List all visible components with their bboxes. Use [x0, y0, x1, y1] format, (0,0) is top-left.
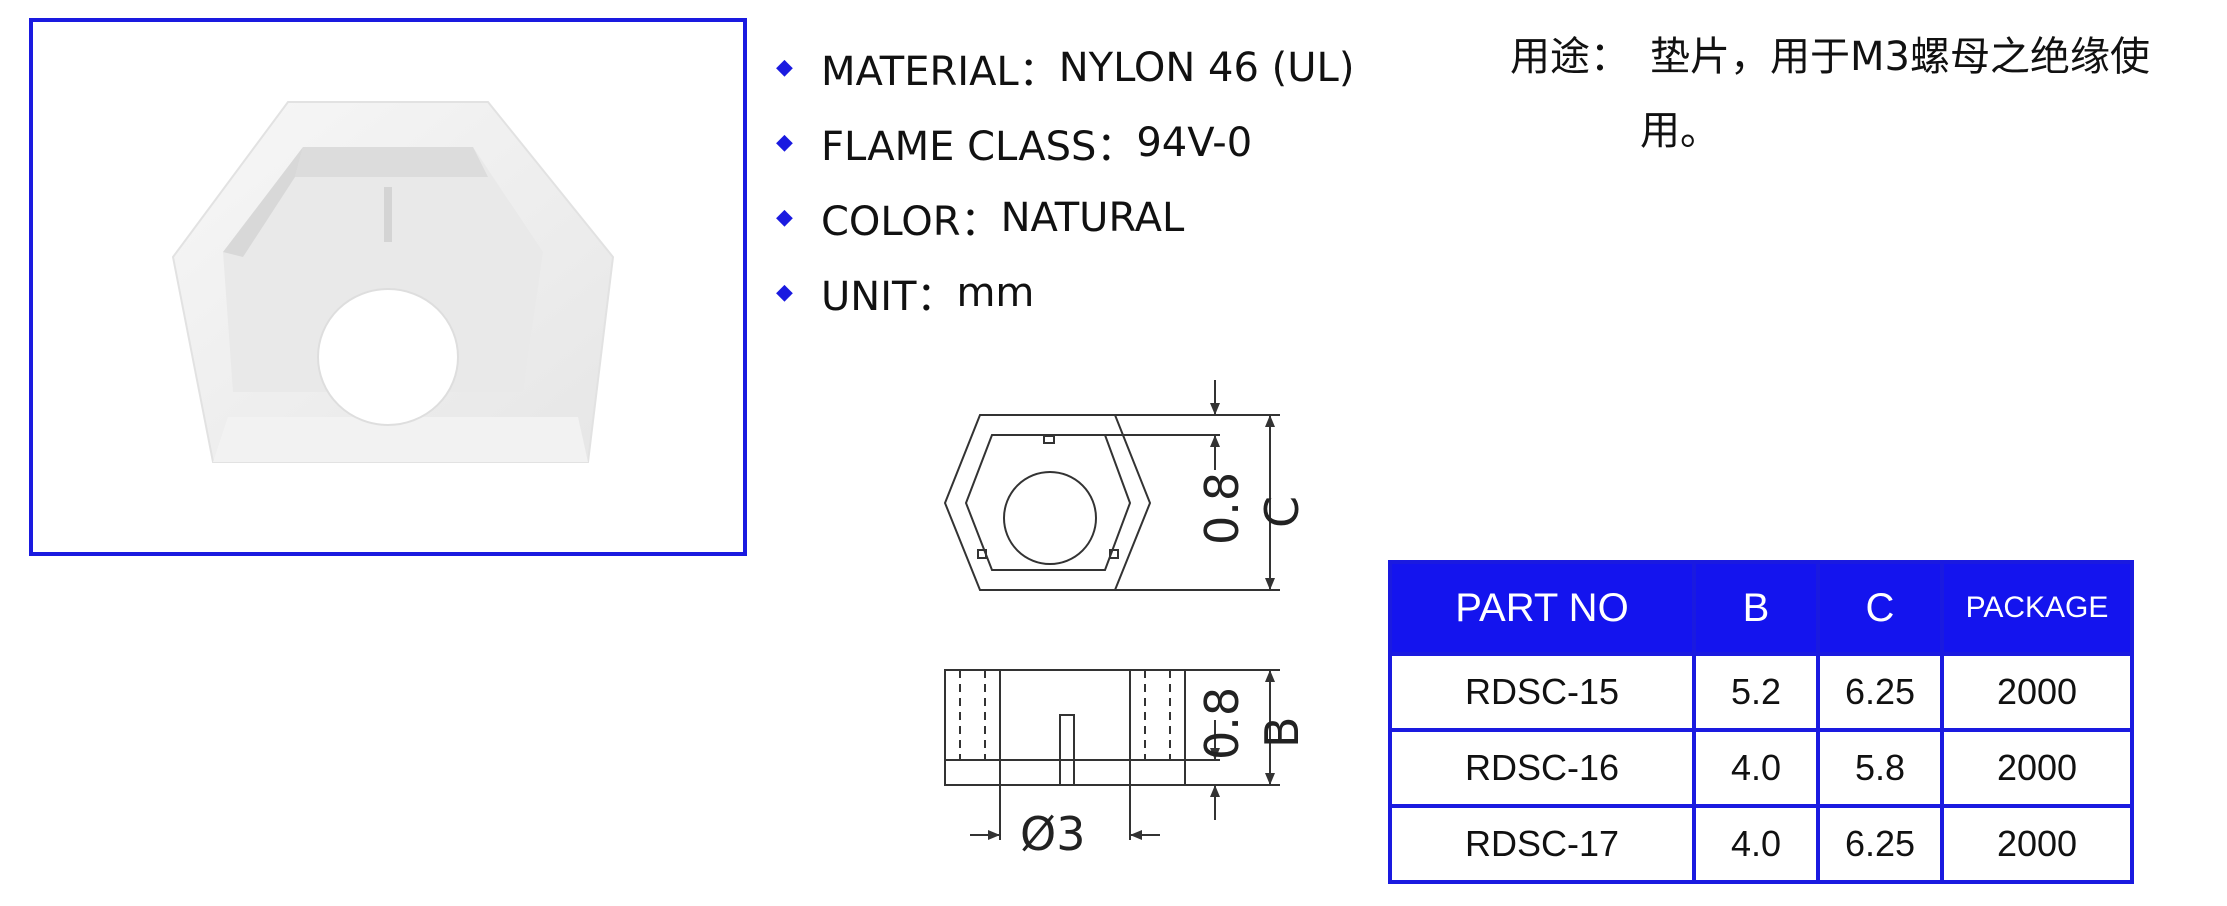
- spec-label: MATERIAL：: [821, 48, 1059, 95]
- cell-c: 6.25: [1816, 804, 1944, 884]
- top-thickness-label: 0.8: [1195, 472, 1249, 545]
- header-package: PACKAGE: [1940, 560, 2134, 656]
- cell-b: 5.2: [1692, 652, 1820, 732]
- side-thickness-label: 0.8: [1195, 687, 1249, 760]
- cell-package: 2000: [1940, 652, 2134, 732]
- spec-item-unit: ◆ UNIT： mm: [776, 255, 1354, 330]
- top-view-inner: [964, 434, 1132, 571]
- usage-note: 用途： 垫片，用于M3螺母之绝缘使 用。: [1510, 20, 2150, 168]
- cell-part-no: RDSC-17: [1388, 804, 1696, 884]
- header-b: B: [1692, 560, 1820, 656]
- side-view-outline: [944, 669, 1186, 786]
- spec-label: UNIT：: [821, 273, 957, 320]
- spec-value: NYLON 46 (UL): [1058, 44, 1355, 91]
- cell-part-no: RDSC-15: [1388, 652, 1696, 732]
- cell-b: 4.0: [1692, 804, 1820, 884]
- cell-b: 4.0: [1692, 728, 1820, 808]
- spec-item-flame-class: ◆ FLAME CLASS： 94V-0: [776, 105, 1354, 180]
- top-height-label: C: [1255, 496, 1309, 528]
- table-row: RDSC-16 4.0 5.8 2000: [1388, 728, 2134, 808]
- top-view-hole: [1003, 471, 1097, 565]
- diamond-bullet-icon: ◆: [776, 280, 793, 305]
- table-header-row: PART NO B C PACKAGE: [1388, 560, 2134, 656]
- spec-item-color: ◆ COLOR： NATURAL: [776, 180, 1354, 255]
- cell-package: 2000: [1940, 804, 2134, 884]
- spec-label: COLOR：: [821, 198, 1001, 245]
- cell-c: 6.25: [1816, 652, 1944, 732]
- product-photo-frame: [29, 18, 747, 556]
- usage-text-line1: 垫片，用于M3螺母之绝缘使: [1650, 34, 2150, 80]
- usage-text-line2: 用。: [1640, 108, 1720, 154]
- usage-label: 用途：: [1510, 34, 1630, 80]
- spec-value: mm: [956, 269, 1035, 316]
- table-row: RDSC-15 5.2 6.25 2000: [1388, 652, 2134, 732]
- product-photo: [171, 101, 615, 463]
- spec-item-material: ◆ MATERIAL： NYLON 46 (UL): [776, 30, 1354, 105]
- table-row: RDSC-17 4.0 6.25 2000: [1388, 804, 2134, 884]
- spec-list: ◆ MATERIAL： NYLON 46 (UL) ◆ FLAME CLASS：…: [776, 30, 1354, 330]
- cell-package: 2000: [1940, 728, 2134, 808]
- diamond-bullet-icon: ◆: [776, 205, 793, 230]
- side-height-label: B: [1255, 716, 1309, 748]
- cell-part-no: RDSC-16: [1388, 728, 1696, 808]
- hole-diameter-label: Ø3: [1020, 807, 1085, 861]
- header-part-no: PART NO: [1388, 560, 1696, 656]
- technical-drawing: 0.8 C 0.8 B Ø3: [943, 380, 1309, 861]
- spec-value: 94V-0: [1136, 119, 1253, 166]
- cell-c: 5.8: [1816, 728, 1944, 808]
- part-table: PART NO B C PACKAGE RDSC-15 5.2 6.25 200…: [1388, 560, 2134, 884]
- diamond-bullet-icon: ◆: [776, 55, 793, 80]
- spec-value: NATURAL: [1000, 194, 1185, 241]
- spec-label: FLAME CLASS：: [821, 123, 1137, 170]
- diamond-bullet-icon: ◆: [776, 130, 793, 155]
- header-c: C: [1816, 560, 1944, 656]
